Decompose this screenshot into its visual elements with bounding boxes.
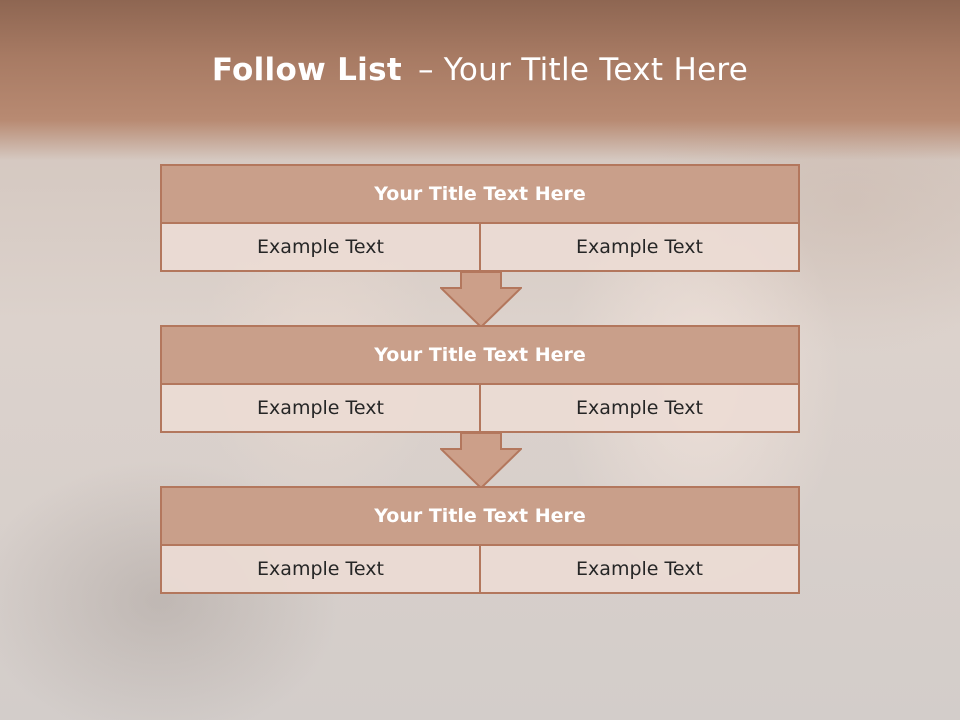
slide-title-separator: – [417, 52, 434, 88]
step-title: Your Title Text Here [162, 488, 798, 546]
slide-title: Follow List–Your Title Text Here [0, 52, 960, 88]
slide-title-rest: Your Title Text Here [443, 52, 749, 88]
step-row: Example Text Example Text [162, 385, 798, 431]
step-title: Your Title Text Here [162, 327, 798, 385]
step-block-1: Your Title Text Here Example Text Exampl… [160, 164, 800, 272]
step-cell-right: Example Text [479, 546, 798, 592]
slide-title-lead: Follow List [211, 52, 402, 88]
step-cell-right: Example Text [479, 224, 798, 270]
step-block-3: Your Title Text Here Example Text Exampl… [160, 486, 800, 594]
step-cell-left: Example Text [257, 558, 384, 580]
step-cell-right: Example Text [479, 385, 798, 431]
step-cell-left: Example Text [257, 236, 384, 258]
header-band [0, 0, 960, 160]
step-row: Example Text Example Text [162, 546, 798, 592]
down-arrow-icon [440, 271, 522, 329]
down-arrow-icon [440, 432, 522, 490]
step-cell-left: Example Text [257, 397, 384, 419]
step-block-2: Your Title Text Here Example Text Exampl… [160, 325, 800, 433]
step-row: Example Text Example Text [162, 224, 798, 270]
step-title: Your Title Text Here [162, 166, 798, 224]
